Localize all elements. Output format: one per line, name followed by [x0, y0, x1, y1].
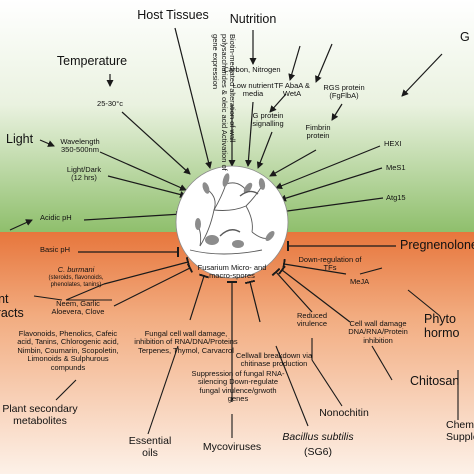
- connector-cburmani: [65, 283, 105, 301]
- label-cellwall-breakdown: Cellwall breakdown via chitinase product…: [235, 351, 313, 369]
- inhibit-cellwall-damage: [278, 265, 351, 323]
- arrow-g-rgs: [315, 43, 333, 83]
- connector-essential-oils: [147, 345, 179, 435]
- connector-meja: [359, 267, 383, 275]
- label-chem: Chem Supple: [446, 419, 474, 443]
- label-carbon-nitrogen: Carbon, Nitrogen: [223, 65, 281, 74]
- arrow-temp-range: [121, 111, 191, 175]
- inhibit-meja: [282, 258, 347, 275]
- label-basic-ph: Basic pH: [40, 245, 71, 254]
- label-g-partial: G: [460, 30, 470, 44]
- label-nutrition: Nutrition: [229, 12, 277, 26]
- label-suppression: Suppression of fungal RNA-silencing Down…: [191, 369, 285, 404]
- fusarium-illustration: [175, 165, 289, 279]
- label-c-burmani: C. burmani: [57, 265, 95, 274]
- label-wavelength: Wavelength 350-500nm: [60, 137, 100, 155]
- label-fimbrin: Fimbrin protein: [305, 123, 331, 141]
- inhibit-reduced-virulence: [271, 267, 313, 313]
- label-fusarium-caption: Fusarium Micro- and macro-spores: [197, 263, 267, 281]
- arrow-rgs: [331, 103, 343, 121]
- label-g-protein: G protein signalling: [252, 111, 284, 129]
- label-temperature: Temperature: [56, 54, 128, 68]
- label-rgs-protein: RGS protein (FgFlbA): [323, 83, 365, 101]
- label-chitosan: Chitosan: [410, 374, 460, 388]
- arrow-g-top: [288, 45, 301, 81]
- inhibit-cburmani: [103, 256, 191, 285]
- arrow-ph-acidic: [9, 219, 33, 231]
- arrow-gprotein: [256, 131, 273, 169]
- label-sg6: (SG6): [303, 446, 333, 458]
- label-neem: Neem, Garlic Aloevera, Clove: [51, 299, 105, 317]
- arrow-g-right: [401, 53, 443, 97]
- connector-chitosan: [371, 345, 393, 381]
- label-host-tissues: Host Tissues: [137, 8, 209, 22]
- label-cellwall-damage: Cell wall damage DNA/RNA/Protein inhibit…: [348, 319, 408, 345]
- arrow-host-tissues: [174, 27, 212, 169]
- label-mycoviruses: Mycoviruses: [202, 441, 262, 453]
- label-phyto: Phyto hormo: [424, 312, 460, 340]
- label-essential-oils: Essential oils: [128, 435, 172, 459]
- inhibit-cellwall-breakdown: [244, 279, 261, 323]
- label-tf-abaa: TF AbaA & WetA: [274, 81, 310, 99]
- arrow-acidic: [83, 210, 183, 221]
- arrow-nutrient-media: [244, 101, 254, 167]
- arrow-fimbrin: [269, 149, 317, 177]
- label-flavonoids: Flavonoids, Phenolics, Cafeic acid, Tani…: [17, 329, 119, 372]
- label-atg15: Atg15: [386, 193, 406, 202]
- arrow-light-wavelength: [39, 139, 55, 147]
- arrow-wavelength: [99, 151, 187, 191]
- label-light: Light: [6, 132, 34, 146]
- label-temp-range: 25-30°c: [97, 99, 123, 108]
- label-c-burmani-sub: (steroids, flavonoids, phenolates, tanin…: [48, 275, 104, 288]
- arrow-mes1: [279, 167, 383, 202]
- label-pregnenolone: Pregnenolone: [400, 238, 474, 252]
- label-acidic-ph: Acidic pH: [40, 213, 72, 222]
- label-bacillus: Bacillus subtilis: [282, 431, 354, 443]
- label-nonochitin: Nonochitin: [319, 407, 369, 419]
- label-low-nutrient: Low nutrient media: [232, 81, 274, 99]
- label-meja: MeJA: [350, 277, 370, 286]
- inhibit-fungal-wall: [189, 273, 210, 321]
- label-reduced-virulence: Reduced virulence: [296, 311, 328, 329]
- label-hexi: HEXI: [384, 139, 402, 148]
- arrow-hexi: [275, 145, 381, 189]
- label-fungal-wall: Fungal cell wall damage, inhibition of R…: [134, 329, 238, 355]
- label-light-dark: Light/Dark (12 hrs): [66, 165, 102, 183]
- inhibit-flavonoids: [113, 263, 194, 307]
- arrow-light-dark: [107, 175, 187, 198]
- connector-phyto: [407, 289, 441, 317]
- arrow-atg15: [279, 197, 384, 215]
- label-downreg-tfs: Down-regulation of TFs: [298, 255, 362, 273]
- label-biotin-rotated: Biotin-mediated alteration of wall polys…: [211, 34, 237, 171]
- arrow-tf-to-gprotein: [269, 93, 287, 113]
- connector-nonochitin: [311, 359, 343, 407]
- label-mes1: MeS1: [386, 163, 406, 172]
- label-plant-secondary: Plant secondary metabolites: [2, 403, 78, 427]
- connector-bacillus: [275, 345, 309, 427]
- connector-plant-secondary: [55, 379, 77, 401]
- connector-plant-extracts: [33, 295, 63, 301]
- label-plant-extracts: Plant extracts: [0, 292, 24, 320]
